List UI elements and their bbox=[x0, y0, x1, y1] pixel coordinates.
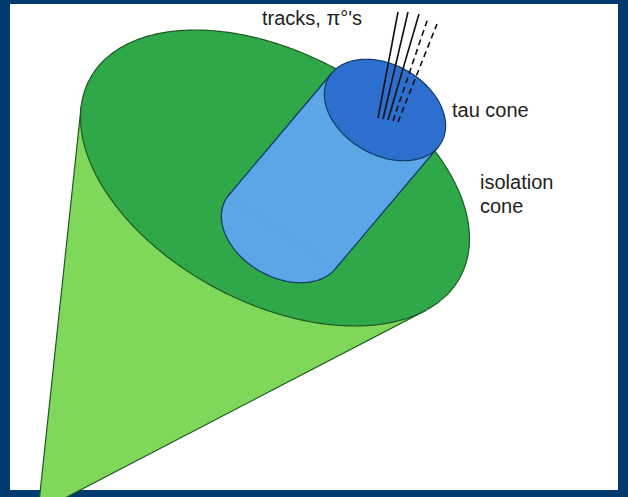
track-line bbox=[388, 14, 419, 120]
label: isolation cone bbox=[480, 170, 580, 218]
track-line bbox=[398, 24, 437, 122]
tau-cone-edge bbox=[229, 73, 332, 195]
label: tau cone bbox=[452, 98, 562, 122]
track-line bbox=[393, 18, 428, 121]
tau-cone-edge bbox=[335, 147, 438, 269]
isolation-cone-opening bbox=[81, 30, 470, 326]
label: tracks, π°'s bbox=[262, 6, 394, 30]
